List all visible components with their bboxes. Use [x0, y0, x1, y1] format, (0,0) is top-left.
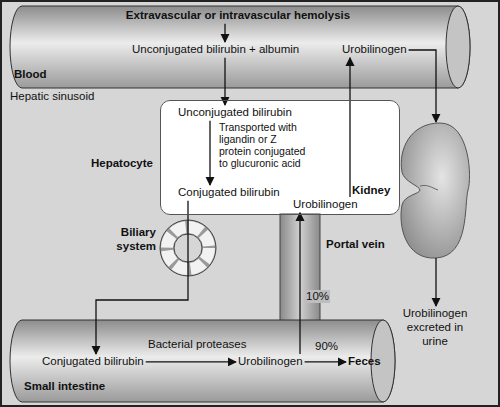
output-text: Feces [346, 354, 383, 370]
substance-text: Unconjugated bilirubin [176, 105, 294, 121]
node-text: Urobilinogen [236, 354, 305, 370]
node-text: Urobilinogen excreted in urine [393, 306, 477, 349]
flow-arrow [409, 50, 436, 122]
node-text: Conjugated bilirubin [40, 354, 146, 370]
part-label: Biliary system [108, 226, 156, 254]
flow-arrow [299, 213, 300, 354]
flow-arrow [209, 121, 210, 185]
excretion-text: Urobilinogen excreted in urine [393, 306, 477, 349]
arrow-label: Bacterial proteases [147, 338, 247, 351]
node-text: Conjugated bilirubin [176, 185, 282, 201]
flow-arrow [96, 201, 188, 354]
tube-end [446, 6, 470, 88]
node-text: Feces [346, 354, 383, 370]
arrow-label: 90% [314, 340, 339, 353]
substance-text: Unconjugated bilirubin + albumin [130, 42, 301, 58]
region-heading: Blood [14, 68, 47, 82]
node-text: Unconjugated bilirubin + albumin [130, 42, 301, 58]
substance-text: Conjugated bilirubin [176, 185, 282, 201]
kidney-shape [401, 123, 470, 258]
substance-text: Urobilinogen [236, 354, 305, 370]
region-heading: Hepatocyte [91, 157, 153, 171]
arrow-label: Transported with ligandin or Z protein c… [218, 121, 312, 169]
flow-arrow [349, 58, 350, 197]
flow-arrow [305, 361, 346, 362]
arrow-label: 10% [305, 290, 330, 303]
node-text: Urobilinogen [340, 42, 409, 58]
node-text: Urobilinogen [291, 197, 360, 213]
region-note: Hepatic sinusoid [10, 90, 94, 104]
region-heading: Kidney [352, 184, 390, 198]
substance-text: Urobilinogen [340, 42, 409, 58]
blood-vessel: BloodHepatic sinusoid Extravascular or in… [8, 4, 472, 104]
small-intestine: Small intestine Conjugated bilirubin Urobi… [8, 318, 400, 404]
kidney-hilum [420, 185, 438, 190]
small-intestine-tube [10, 320, 395, 402]
flow-arrow [146, 361, 236, 362]
flow-arrow [224, 58, 225, 105]
flow-arrow [435, 258, 436, 306]
substance-text: Urobilinogen [291, 197, 360, 213]
event-text: Extravascular or intravascular hemolysis [120, 8, 356, 24]
hepatocyte-fill [160, 100, 400, 215]
node-text: Extravascular or intravascular hemolysis [120, 8, 356, 24]
region-heading: Small intestine [24, 380, 105, 394]
substance-text: Conjugated bilirubin [40, 354, 146, 370]
blood-vessel-tube [10, 6, 470, 88]
node-text: Unconjugated bilirubin [176, 105, 294, 121]
part-label: Portal vein [326, 238, 385, 252]
flow-arrow [224, 24, 225, 42]
kidney-organ: Kidney [398, 122, 470, 258]
